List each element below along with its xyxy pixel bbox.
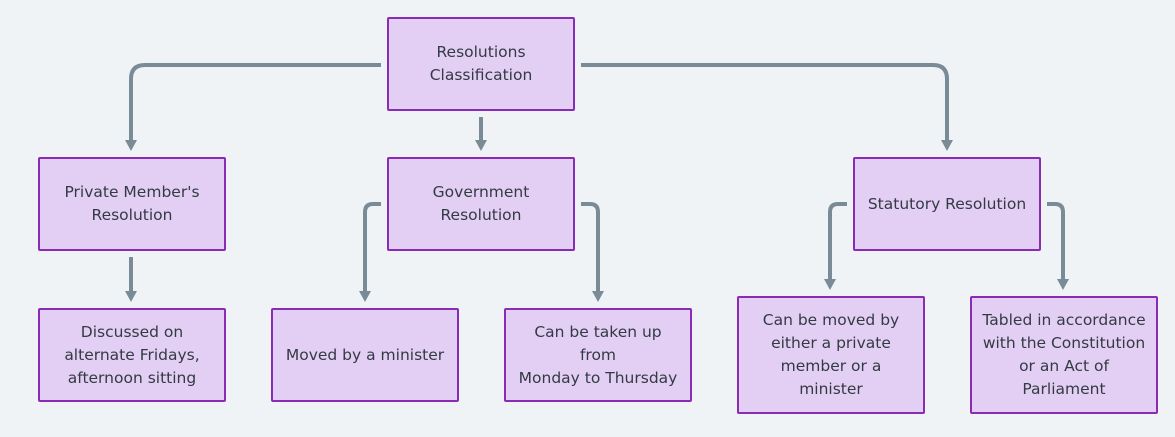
node-government-resolution: Government Resolution — [387, 157, 575, 251]
node-tabled-constitution: Tabled in accordance with the Constituti… — [970, 296, 1158, 414]
node-moved-by-minister: Moved by a minister — [271, 308, 459, 402]
arrowhead-government — [475, 140, 487, 151]
arrowhead-gov-minister — [359, 291, 371, 302]
arrowhead-private — [125, 140, 137, 151]
node-statutory-resolution: Statutory Resolution — [853, 157, 1041, 251]
arrowhead-stat-tabled — [1057, 279, 1069, 290]
node-private-members-resolution: Private Member's Resolution — [38, 157, 226, 251]
node-private-detail: Discussed on alternate Fridays, afternoo… — [38, 308, 226, 402]
edge-root-to-statutory — [581, 63, 949, 140]
edge-government-to-minister — [363, 202, 381, 291]
node-monday-to-thursday: Can be taken up from Monday to Thursday — [504, 308, 692, 402]
node-resolutions-classification: Resolutions Classification — [387, 17, 575, 111]
arrowhead-gov-days — [592, 291, 604, 302]
edge-root-to-private — [129, 63, 381, 140]
edge-statutory-to-tabled — [1047, 202, 1065, 279]
arrowhead-private-detail — [125, 291, 137, 302]
node-moved-by-member-or-minister: Can be moved by either a private member … — [737, 296, 925, 414]
edge-government-to-days — [581, 202, 600, 291]
arrowhead-stat-moved — [824, 279, 836, 290]
arrowhead-statutory — [941, 140, 953, 151]
edge-statutory-to-moved — [828, 202, 847, 279]
